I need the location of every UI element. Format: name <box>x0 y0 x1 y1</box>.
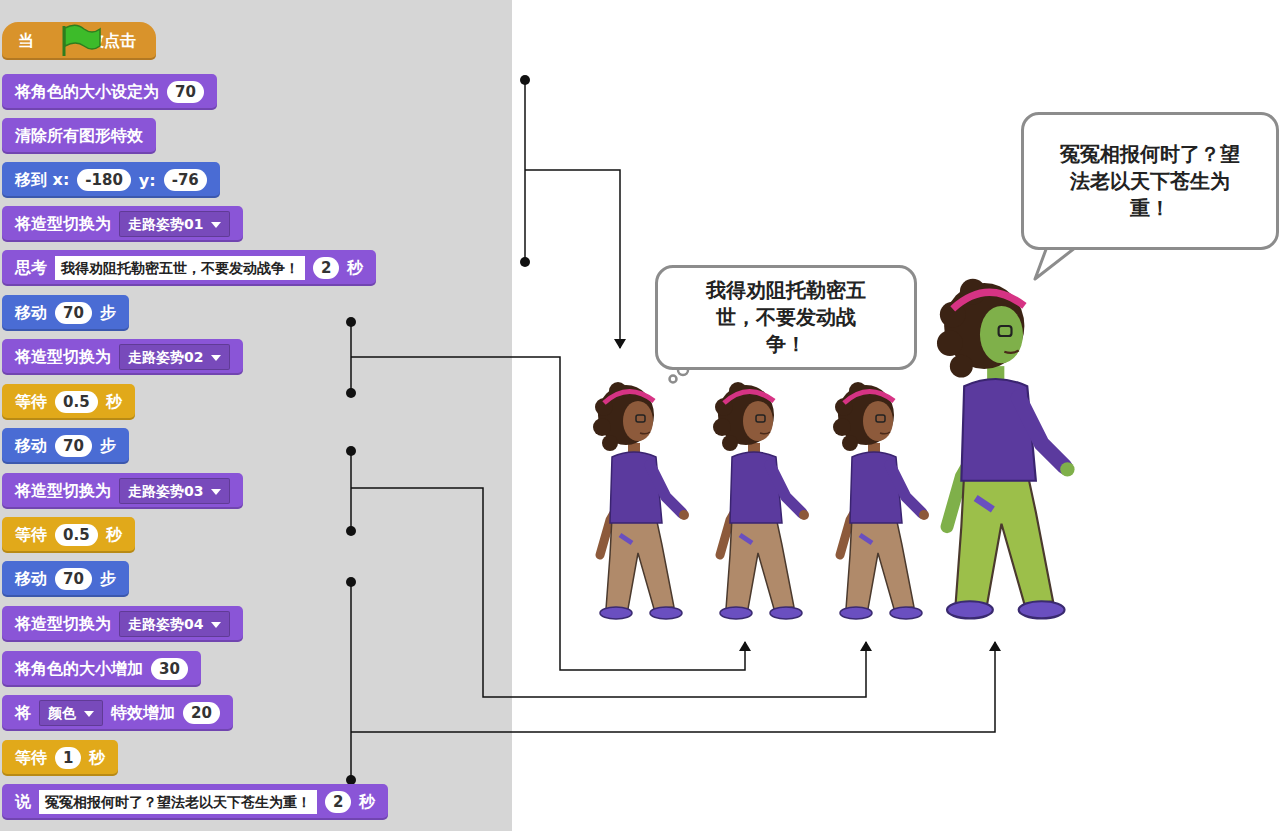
block-label: 等待 <box>15 392 47 413</box>
number-input: 70 <box>55 568 92 590</box>
code-block: 移动 70 步 <box>2 428 129 464</box>
block-label: 说 <box>15 792 31 813</box>
block-label: y: <box>139 171 156 190</box>
block-label: 移动 <box>15 303 47 324</box>
number-input: -76 <box>164 169 207 191</box>
text-input: 冤冤相报何时了？望法老以天下苍生为重！ <box>39 790 317 814</box>
dropdown-arrow <box>84 711 94 717</box>
block-label: 将 <box>15 703 31 724</box>
block-label: 思考 <box>15 258 47 279</box>
dropdown-arrow <box>211 622 221 628</box>
number-input: 70 <box>167 81 204 103</box>
dropdown: 走路姿势01 <box>119 211 230 237</box>
dropdown-arrow <box>211 222 221 228</box>
block-label: 步 <box>100 436 116 457</box>
block-label: 特效增加 <box>111 703 175 724</box>
thought-bubble: 我得劝阻托勒密五世，不要发动战争！ <box>655 265 917 370</box>
dropdown: 走路姿势04 <box>119 611 230 637</box>
code-block: 等待 1秒 <box>2 740 118 776</box>
block-label: 将角色的大小设定为 <box>15 82 159 103</box>
dropdown: 走路姿势03 <box>119 478 230 504</box>
code-block: 移动 70 步 <box>2 561 129 597</box>
code-block: 将角色的大小增加 30 <box>2 651 201 687</box>
block-label: 将角色的大小增加 <box>15 659 143 680</box>
speech-bubble: 冤冤相报何时了？望法老以天下苍生为重！ <box>1021 112 1279 250</box>
number-input: 0.5 <box>55 524 98 546</box>
code-block: 将造型切换为走路姿势01 <box>2 206 243 242</box>
block-label: 清除所有图形特效 <box>15 126 143 147</box>
block-label: 秒 <box>106 392 122 413</box>
text-input: 我得劝阻托勒密五世，不要发动战争！ <box>55 256 305 280</box>
block-label: 移动 <box>15 569 47 590</box>
block-label: 步 <box>100 569 116 590</box>
number-input: 1 <box>55 747 81 769</box>
dropdown: 颜色 <box>39 700 103 726</box>
block-label: 秒 <box>106 525 122 546</box>
code-block: 清除所有图形特效 <box>2 118 156 154</box>
block-label: 秒 <box>359 792 375 813</box>
block-label: 被点击 <box>88 31 136 52</box>
code-block: 将造型切换为走路姿势02 <box>2 339 243 375</box>
code-block: 将角色的大小设定为 70 <box>2 74 217 110</box>
block-label: 步 <box>100 303 116 324</box>
block-label: 将造型切换为 <box>15 614 111 635</box>
number-input: 30 <box>151 658 188 680</box>
bubble-text: 我得劝阻托勒密五世，不要发动战争！ <box>700 277 872 358</box>
block-label: 移到 x: <box>15 170 69 191</box>
bubble-text: 冤冤相报何时了？望法老以天下苍生为重！ <box>1052 141 1248 222</box>
block-label: 秒 <box>347 258 363 279</box>
code-block: 等待 0.5 秒 <box>2 384 135 420</box>
block-label: 等待 <box>15 748 47 769</box>
code-block: 移到 x: -180 y: -76 <box>2 162 220 198</box>
dropdown-arrow <box>211 489 221 495</box>
number-input: 70 <box>55 302 92 324</box>
number-input: 2 <box>313 257 339 279</box>
block-label: 将造型切换为 <box>15 347 111 368</box>
code-block: 将造型切换为走路姿势04 <box>2 606 243 642</box>
code-block: 说冤冤相报何时了？望法老以天下苍生为重！ 2秒 <box>2 784 388 820</box>
block-label: 当 <box>18 31 34 52</box>
code-block: 等待 0.5 秒 <box>2 517 135 553</box>
code-block: 将造型切换为走路姿势03 <box>2 473 243 509</box>
block-label: 移动 <box>15 436 47 457</box>
dropdown: 走路姿势02 <box>119 344 230 370</box>
code-block: 将颜色特效增加 20 <box>2 695 233 731</box>
number-input: 2 <box>325 791 351 813</box>
number-input: 70 <box>55 435 92 457</box>
dropdown-arrow <box>211 355 221 361</box>
block-label: 秒 <box>89 748 105 769</box>
block-label: 将造型切换为 <box>15 481 111 502</box>
number-input: -180 <box>77 169 131 191</box>
code-block: 移动 70 步 <box>2 295 129 331</box>
block-label: 将造型切换为 <box>15 214 111 235</box>
number-input: 20 <box>183 702 220 724</box>
code-block: 思考我得劝阻托勒密五世，不要发动战争！ 2秒 <box>2 250 376 286</box>
block-label: 等待 <box>15 525 47 546</box>
number-input: 0.5 <box>55 391 98 413</box>
hat-block: 当 被点击 <box>2 22 156 60</box>
